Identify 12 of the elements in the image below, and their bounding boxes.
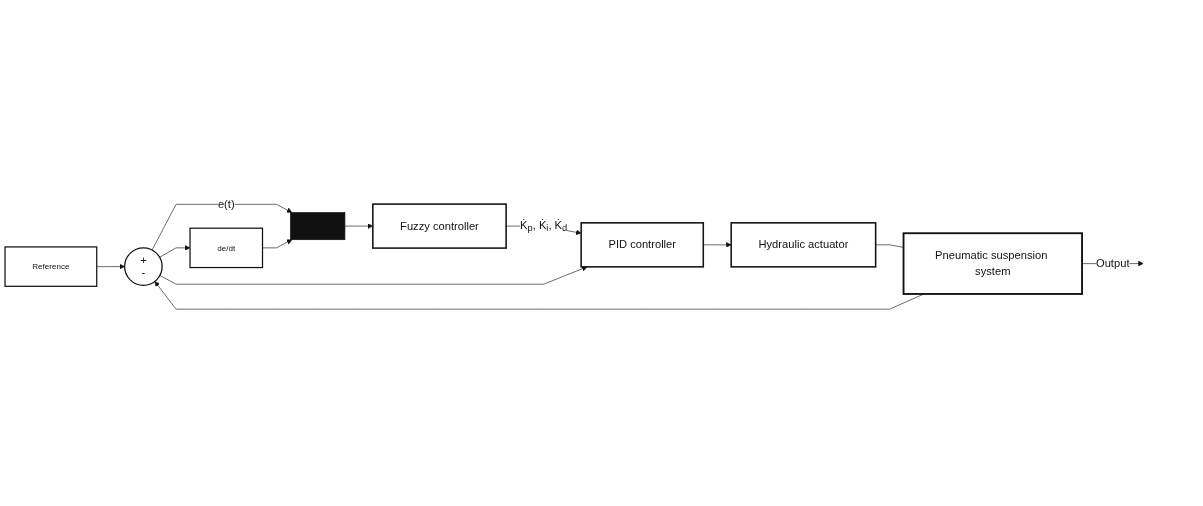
edge-label: Output (1095, 257, 1130, 270)
node-box: Hydraulic actuator (730, 222, 877, 269)
node-bar (290, 212, 346, 241)
node-box: Reference (4, 246, 98, 288)
node-box: de/dt (189, 228, 264, 269)
node-box: Pneumatic suspension system (902, 232, 1083, 296)
node-circle: + - (124, 247, 163, 287)
edge-label: e(t) (217, 198, 235, 211)
node-box: PID controller (580, 222, 705, 269)
edge-label: K̇$_{p}$, K̇$_{i}$, K̇$_{d}$ (520, 219, 568, 234)
node-box: Fuzzy controller (372, 203, 507, 250)
connector (875, 244, 904, 249)
